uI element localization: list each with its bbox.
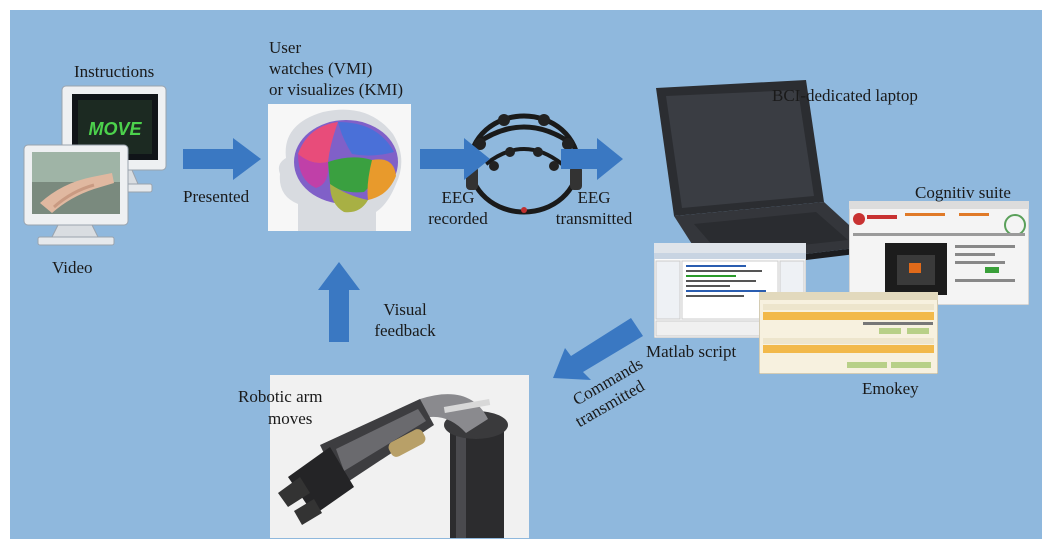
user-label-line2: watches (VMI): [269, 59, 373, 78]
commands-transmitted-arrow: [553, 318, 643, 380]
cognitiv-suite-label: Cognitiv suite: [915, 183, 1011, 202]
eeg-recorded-arrow: [420, 138, 490, 180]
eeg-recorded-label-line2: recorded: [428, 209, 488, 228]
bci-laptop-icon: [656, 80, 872, 272]
presented-label: Presented: [183, 187, 250, 206]
robotic-arm-label-line2: moves: [268, 409, 313, 428]
robotic-arm-image: [270, 375, 529, 538]
emokey-label: Emokey: [862, 379, 919, 398]
eeg-transmitted-arrow: [561, 138, 623, 180]
eeg-recorded-label-line1: EEG: [441, 188, 475, 207]
matlab-script-screenshot: [654, 243, 806, 338]
user-label-line3: or visualizes (KMI): [269, 80, 404, 99]
visual-feedback-label-line2: feedback: [374, 321, 436, 340]
video-label: Video: [52, 258, 93, 277]
matlab-script-label: Matlab script: [646, 342, 737, 361]
video-monitor-icon: [23, 144, 129, 246]
eeg-transmitted-label-line2: transmitted: [555, 209, 633, 228]
visual-feedback-arrow: [318, 262, 360, 342]
visual-feedback-label-line1: Visual: [383, 300, 427, 319]
robotic-arm-label-line1: Robotic arm: [238, 387, 323, 406]
presented-arrow: [183, 138, 261, 180]
user-label-line1: User: [269, 38, 302, 57]
instructions-label: Instructions: [74, 62, 155, 81]
laptop-label: BCI-dedicated laptop: [772, 86, 918, 105]
emokey-screenshot: [759, 292, 938, 374]
move-text: MOVE: [88, 119, 142, 139]
eeg-transmitted-label-line1: EEG: [577, 188, 611, 207]
cognitiv-suite-screenshot: [849, 201, 1029, 305]
user-brain-image: [268, 104, 411, 231]
